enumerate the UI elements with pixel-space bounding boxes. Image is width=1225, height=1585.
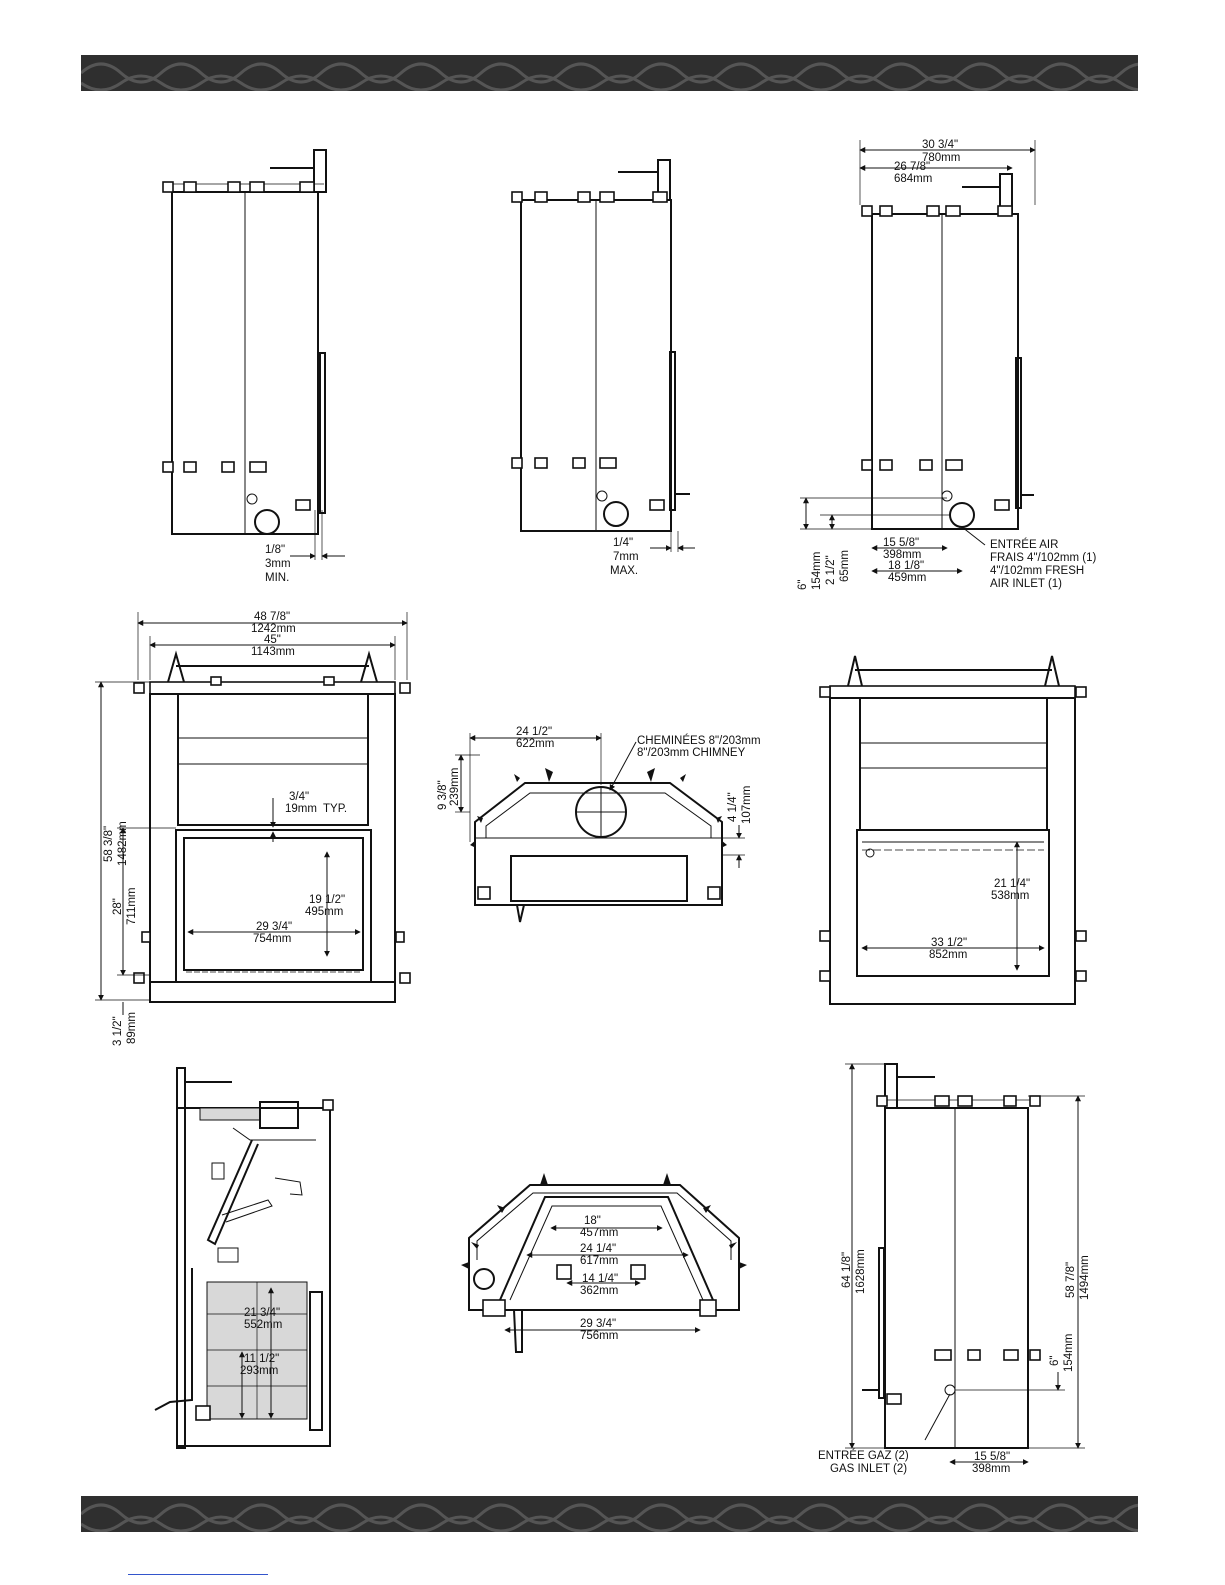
- chimney-offset-imperial: 24 1/2": [516, 726, 552, 738]
- front-width-imperial: 29 3/4": [580, 1318, 616, 1330]
- glass-height-imperial: 19 1/2": [309, 894, 345, 906]
- inner-width-metric: 684mm: [894, 173, 932, 185]
- gas-note-en: GAS INLET (2): [830, 1463, 907, 1475]
- side-view-left: 1/8" 3mm MIN.: [162, 149, 345, 584]
- grate-height-metric: 293mm: [240, 1365, 278, 1377]
- depth-a-imperial: 9 3/8": [437, 780, 449, 810]
- rear-body-height-imperial: 58 7/8": [1065, 1262, 1077, 1298]
- mid-width-imperial: 24 1/4": [580, 1243, 616, 1255]
- overall-height-imperial: 58 3/8": [103, 826, 115, 862]
- gap-min-metric: 3mm: [265, 558, 291, 570]
- gap-min-imperial: 1/8": [265, 544, 285, 556]
- top-view: 24 1/2" 622mm 9 3/8" 239mm 4 1/4" 107mm …: [437, 726, 761, 923]
- back-width-metric: 457mm: [580, 1227, 618, 1239]
- front-inner-metric: 362mm: [580, 1285, 618, 1297]
- air-center-imperial: 2 1/2": [825, 555, 837, 585]
- front-overall-width-imperial: 48 7/8": [254, 611, 290, 623]
- front-view-left: 48 7/8" 1242mm 45" 1143mm 3/4" 19mm TYP.…: [95, 611, 411, 1046]
- gas-offset-metric: 398mm: [972, 1463, 1010, 1475]
- fresh-air-note-line1: ENTRÉE AIR: [990, 538, 1058, 551]
- opening-height-imperial: 28": [112, 898, 124, 915]
- gas-height-metric: 154mm: [1063, 1334, 1075, 1372]
- gap-max-imperial: 1/4": [613, 537, 633, 549]
- typ-dim-metric: 19mm: [285, 803, 317, 815]
- fresh-air-note-line3: 4"/102mm FRESH: [990, 565, 1084, 577]
- front-frame-width-imperial: 45": [264, 634, 281, 646]
- right-glass-width-imperial: 33 1/2": [931, 937, 967, 949]
- firebox-height-imperial: 21 3/4": [244, 1307, 280, 1319]
- chimney-offset-metric: 622mm: [516, 738, 554, 750]
- gas-offset-imperial: 15 5/8": [974, 1451, 1010, 1463]
- cross-section-view: 21 3/4" 552mm 11 1/2" 293mm: [154, 1067, 334, 1449]
- front-frame-width-metric: 1143mm: [251, 646, 295, 658]
- depth-b-imperial: 4 1/4": [727, 792, 739, 822]
- overall-width-imperial: 30 3/4": [922, 139, 958, 151]
- glass-height-metric: 495mm: [305, 906, 343, 918]
- chimney-note-fr: CHEMINÉES 8"/203mm: [637, 734, 761, 747]
- side-view-middle: 1/4" 7mm MAX.: [511, 159, 695, 577]
- glass-width-imperial: 29 3/4": [256, 921, 292, 933]
- right-glass-width-metric: 852mm: [929, 949, 967, 961]
- plan-view-bottom: 18" 457mm 24 1/4" 617mm 14 1/4" 362mm 29…: [461, 1173, 747, 1353]
- air-offset-a-metric: 398mm: [883, 549, 921, 561]
- rear-body-height-metric: 1494mm: [1079, 1255, 1091, 1300]
- back-width-imperial: 18": [584, 1215, 601, 1227]
- depth-a-metric: 239mm: [449, 768, 461, 806]
- glass-width-metric: 754mm: [253, 933, 291, 945]
- mid-width-metric: 617mm: [580, 1255, 618, 1267]
- air-height-metric: 154mm: [811, 552, 823, 590]
- overall-width-metric: 780mm: [922, 152, 960, 164]
- right-glass-height-metric: 538mm: [991, 890, 1029, 902]
- typ-label: TYP.: [323, 803, 347, 815]
- front-width-metric: 756mm: [580, 1330, 618, 1342]
- gap-min-label: MIN.: [265, 572, 289, 584]
- depth-b-metric: 107mm: [741, 786, 753, 824]
- rear-overall-height-imperial: 64 1/8": [841, 1252, 853, 1288]
- inner-width-imperial: 26 7/8": [894, 161, 930, 173]
- top-decorative-band: [81, 55, 1138, 91]
- front-inner-imperial: 14 1/4": [582, 1273, 618, 1285]
- base-height-imperial: 3 1/2": [112, 1016, 124, 1046]
- gap-max-metric: 7mm: [613, 551, 639, 563]
- base-height-metric: 89mm: [126, 1012, 138, 1044]
- fresh-air-note-line2: FRAIS 4"/102mm (1): [990, 552, 1097, 564]
- fresh-air-note-line4: AIR INLET (1): [990, 578, 1062, 590]
- footer-link-underline[interactable]: [128, 1574, 268, 1575]
- grate-height-imperial: 11 1/2": [244, 1353, 279, 1365]
- front-view-right: 21 1/4" 538mm 33 1/2" 852mm: [819, 655, 1087, 1005]
- air-offset-a-imperial: 15 5/8": [883, 537, 919, 549]
- gas-height-imperial: 6": [1049, 1356, 1061, 1366]
- right-glass-height-imperial: 21 1/4": [994, 878, 1030, 890]
- rear-overall-height-metric: 1628mm: [855, 1249, 867, 1294]
- gap-max-label: MAX.: [610, 565, 638, 577]
- chimney-note-en: 8"/203mm CHIMNEY: [637, 747, 746, 759]
- firebox-height-metric: 552mm: [244, 1319, 282, 1331]
- air-center-metric: 65mm: [839, 550, 851, 582]
- typ-dim-imperial: 3/4": [289, 791, 309, 803]
- air-offset-b-imperial: 18 1/8": [888, 560, 924, 572]
- opening-height-metric: 711mm: [126, 888, 138, 926]
- front-overall-width-metric: 1242mm: [251, 623, 296, 635]
- air-height-imperial: 6": [797, 580, 809, 590]
- air-offset-b-metric: 459mm: [888, 572, 926, 584]
- rear-view: 64 1/8" 1628mm 58 7/8" 1494mm 6" 154mm 1…: [818, 1063, 1091, 1475]
- side-view-right: 30 3/4" 780mm 26 7/8" 684mm 6" 154mm 2 1…: [797, 139, 1097, 590]
- bottom-decorative-band: [81, 1496, 1138, 1532]
- gas-note-fr: ENTRÉE GAZ (2): [818, 1449, 909, 1462]
